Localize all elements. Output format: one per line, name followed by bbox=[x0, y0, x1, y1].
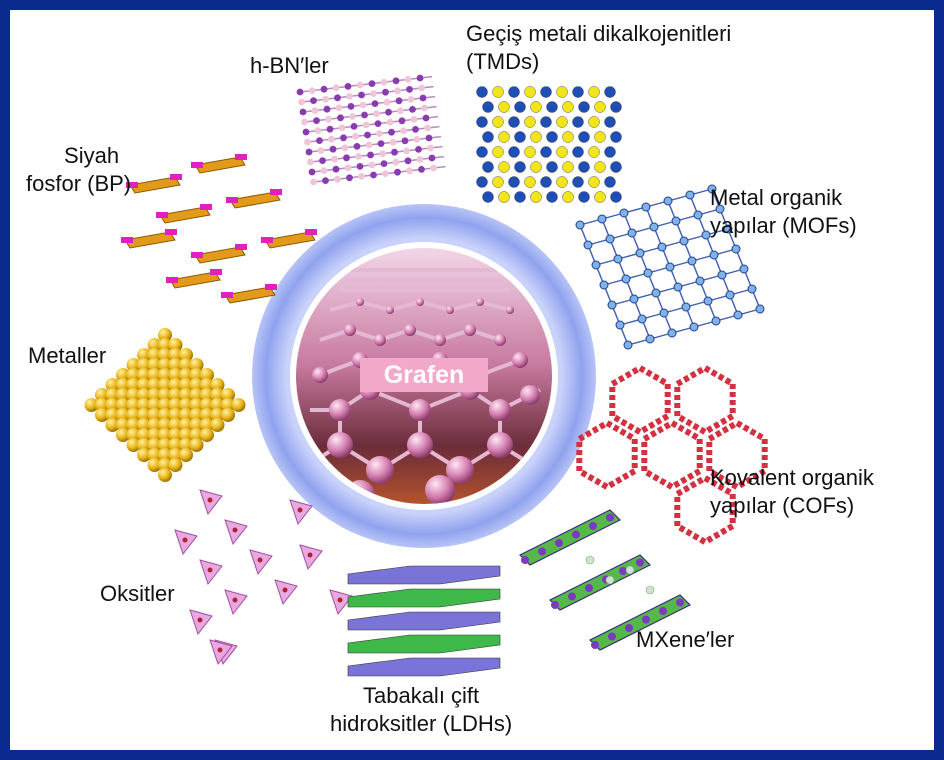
bp-label-line1: Siyah bbox=[64, 143, 120, 168]
hbn-label: h-BN′ler bbox=[250, 52, 329, 80]
mof-label: Metal organik yapılar (MOFs) bbox=[710, 184, 857, 240]
mxene-label-text: MXene′ler bbox=[636, 627, 735, 652]
black-phosphorus-structure bbox=[121, 154, 317, 304]
mof-structure bbox=[575, 184, 765, 350]
bp-label: Siyah fosfor (BP) bbox=[26, 142, 131, 198]
mof-label-line1: Metal organik bbox=[710, 185, 843, 210]
oxides-label-text: Oksitler bbox=[100, 581, 175, 606]
cof-label: Kovalent organik yapılar (COFs) bbox=[710, 464, 874, 520]
graphene-label: Grafen bbox=[360, 358, 488, 392]
oxides-label: Oksitler bbox=[100, 580, 175, 608]
tmd-label-line1: Geçiş metali dikalkojenitleri bbox=[466, 21, 732, 46]
tmd-label: Geçiş metali dikalkojenitleri (TMDs) bbox=[466, 20, 731, 76]
metals-label-text: Metaller bbox=[28, 343, 107, 368]
hbn-structure bbox=[296, 74, 446, 186]
tmd-label-line2: (TMDs) bbox=[466, 49, 540, 74]
cof-label-line1: Kovalent organik bbox=[710, 465, 874, 490]
mxene-label: MXene′ler bbox=[636, 626, 734, 654]
mxene-structure bbox=[518, 509, 692, 651]
ldh-label-line1: Tabakalı çift bbox=[362, 683, 480, 708]
metals-structure bbox=[84, 328, 246, 482]
oxides-structure bbox=[174, 489, 353, 666]
mof-label-line2: yapılar (MOFs) bbox=[710, 213, 857, 238]
hbn-label-text: h-BN′ler bbox=[250, 53, 329, 78]
ldh-label: Tabakalı çift hidroksitler (LDHs) bbox=[330, 682, 512, 738]
tmd-structure bbox=[476, 86, 622, 203]
ldh-label-line2: hidroksitler (LDHs) bbox=[330, 711, 513, 736]
cof-label-line2: yapılar (COFs) bbox=[710, 493, 855, 518]
ldh-structure bbox=[347, 565, 501, 677]
metals-label: Metaller bbox=[28, 342, 106, 370]
bp-label-line2: fosfor (BP) bbox=[26, 171, 132, 196]
